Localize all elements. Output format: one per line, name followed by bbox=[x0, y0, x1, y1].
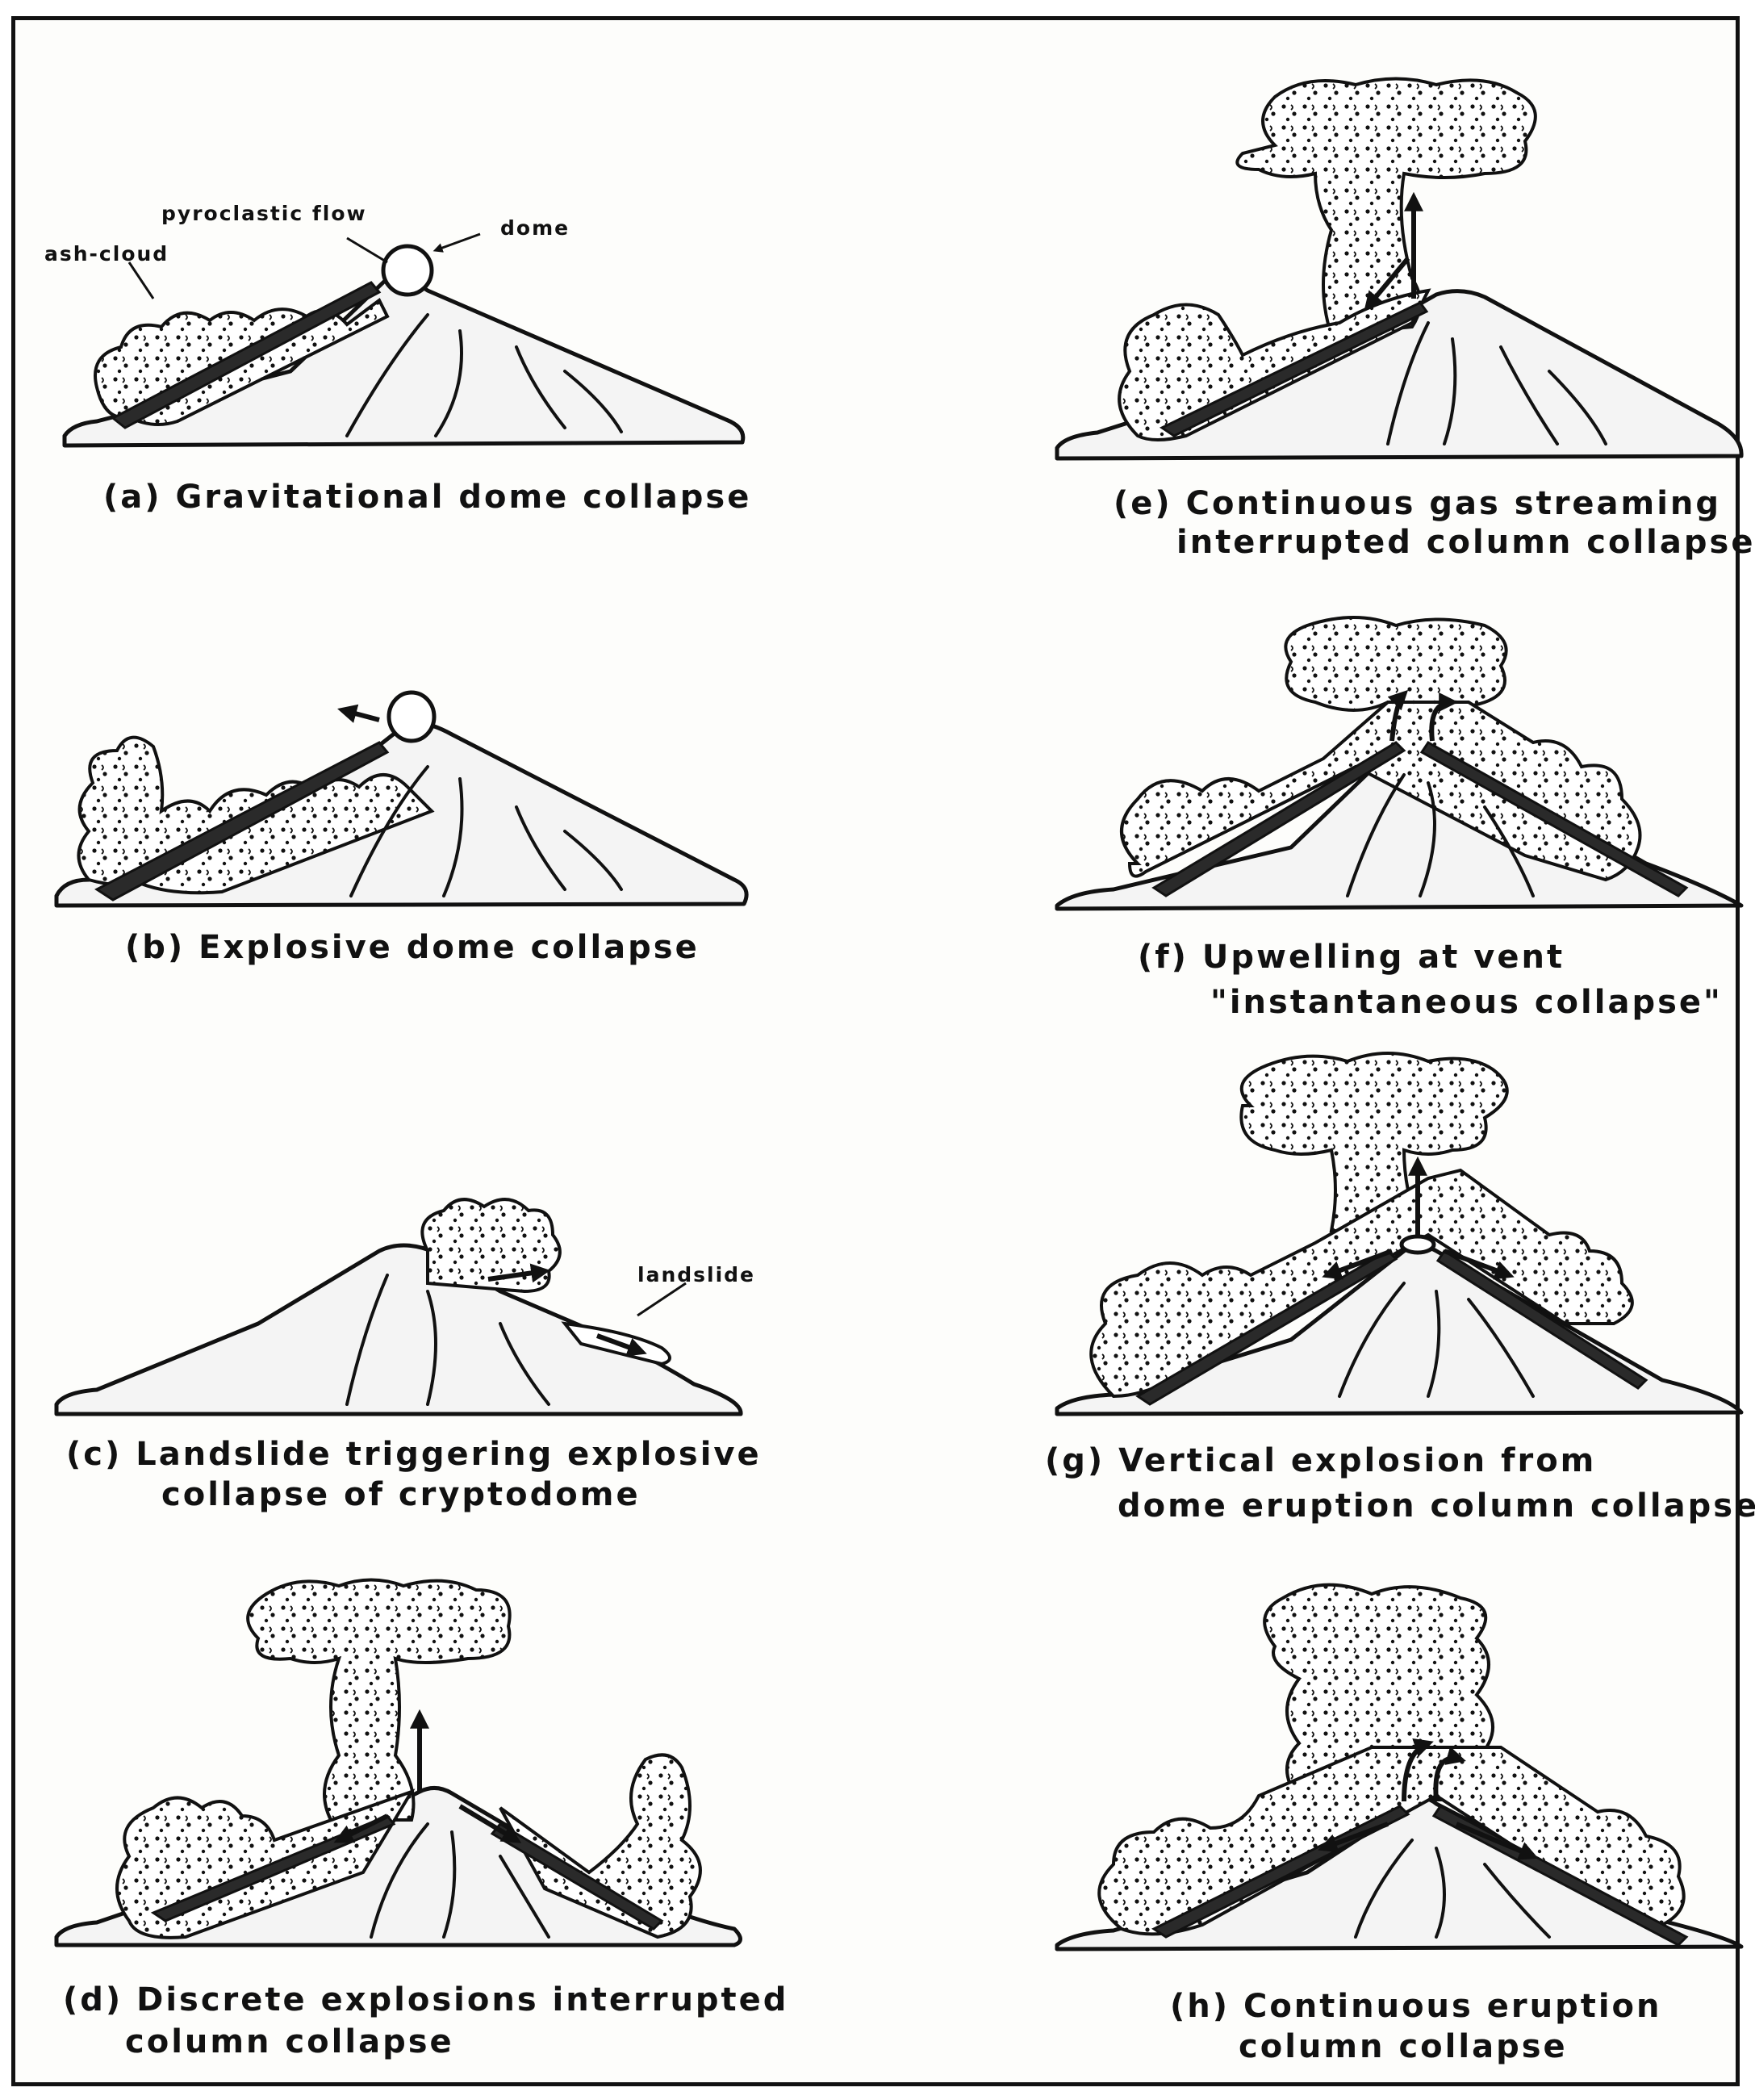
caption-f-line2: "instantaneous collapse" bbox=[1210, 983, 1723, 1022]
caption-h-line2: column collapse bbox=[1239, 2027, 1568, 2066]
panel-g-drawing bbox=[1049, 1057, 1743, 1420]
caption-g-line2: dome eruption column collapse bbox=[1118, 1487, 1755, 1525]
panel-c-landslide-cryptodome: landslide bbox=[48, 1203, 758, 1429]
panel-e-continuous-gas-streaming bbox=[1049, 81, 1755, 468]
label-pyroclastic-flow: pyroclastic flow bbox=[161, 202, 367, 225]
caption-c-line2: collapse of cryptodome bbox=[161, 1475, 641, 1514]
panel-c-drawing bbox=[48, 1203, 758, 1429]
panel-g-vertical-explosion bbox=[1049, 1057, 1755, 1420]
panel-e-drawing bbox=[1049, 81, 1743, 468]
panel-d-discrete-explosions bbox=[48, 1582, 758, 1961]
label-ash-cloud: ash-cloud bbox=[44, 242, 169, 266]
caption-c-line1: (c) Landslide triggering explosive bbox=[66, 1435, 762, 1474]
caption-a: (a) Gravitational dome collapse bbox=[103, 478, 751, 517]
label-dome: dome bbox=[500, 216, 570, 240]
caption-e-line2: interrupted column collapse bbox=[1176, 523, 1755, 562]
panel-f-upwelling-at-vent bbox=[1049, 621, 1755, 920]
label-landslide: landslide bbox=[637, 1263, 755, 1286]
caption-h-line1: (h) Continuous eruption bbox=[1170, 1987, 1662, 2026]
caption-g-line1: (g) Vertical explosion from bbox=[1045, 1441, 1596, 1480]
caption-e-line1: (e) Continuous gas streaming bbox=[1114, 484, 1721, 523]
panel-d-drawing bbox=[48, 1582, 758, 1961]
panel-f-drawing bbox=[1049, 621, 1743, 920]
panel-h-continuous-eruption bbox=[1049, 1582, 1755, 1961]
caption-f-line1: (f) Upwelling at vent bbox=[1138, 938, 1565, 977]
panel-b-drawing bbox=[48, 678, 758, 920]
panel-h-drawing bbox=[1049, 1582, 1743, 1961]
panel-a-drawing bbox=[48, 186, 758, 525]
caption-d-line2: column collapse bbox=[125, 2023, 454, 2061]
panel-b-explosive-dome-collapse bbox=[48, 678, 758, 920]
panel-a-gravitational-dome-collapse: ash-cloud pyroclastic flow dome bbox=[48, 186, 758, 525]
caption-d-line1: (d) Discrete explosions interrupted bbox=[63, 1981, 788, 2019]
caption-b: (b) Explosive dome collapse bbox=[125, 928, 700, 967]
